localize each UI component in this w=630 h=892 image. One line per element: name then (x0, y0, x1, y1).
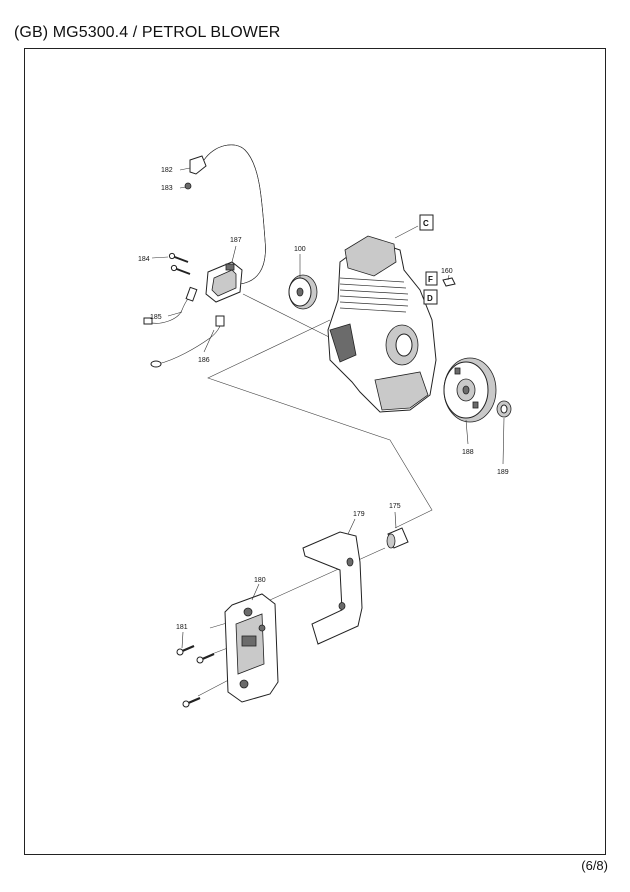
muffler (224, 593, 279, 703)
label-188: 188 (462, 449, 474, 456)
label-160: 160 (441, 268, 453, 275)
label-189: 189 (497, 469, 509, 476)
label-180: 180 (254, 577, 266, 584)
page-number: (6/8) (581, 858, 608, 873)
ignition-coil (205, 261, 243, 303)
label-175: 175 (389, 503, 401, 510)
flywheel-nut (496, 400, 512, 418)
label-179: 179 (353, 511, 365, 518)
earth-wire (150, 315, 225, 368)
engine-assembly (327, 235, 437, 413)
svg-text:D: D (427, 294, 433, 303)
muffler-bracket (302, 531, 363, 645)
label-182: 182 (161, 167, 173, 174)
assembly-guide-line (394, 225, 419, 239)
ref-box-d: D (423, 289, 438, 305)
svg-text:F: F (428, 275, 433, 284)
spark-plug-cap (189, 144, 266, 285)
ignition-coil-screws (168, 252, 191, 275)
svg-text:C: C (423, 219, 429, 228)
label-184: 184 (138, 256, 150, 263)
flywheel (288, 274, 318, 310)
cap-spring (184, 182, 192, 190)
assembly-guide-line (242, 293, 336, 341)
key-part (442, 277, 456, 287)
muffler-bolts (176, 644, 215, 708)
label-187: 187 (230, 237, 242, 244)
label-100: 100 (294, 246, 306, 253)
spacer-tube (386, 527, 409, 549)
label-181: 181 (176, 624, 188, 631)
assembly-guide-line (207, 319, 433, 529)
label-186: 186 (198, 357, 210, 364)
label-183: 183 (161, 185, 173, 192)
starter-pulley (443, 357, 497, 423)
diagram-frame (24, 48, 606, 855)
page-title: (GB) MG5300.4 / PETROL BLOWER (14, 24, 281, 41)
stop-switch-wire (143, 286, 198, 325)
ref-box-c: C (419, 214, 434, 231)
assembly-guide-line (269, 547, 386, 601)
label-185: 185 (150, 314, 162, 321)
ref-box-f: F (425, 271, 438, 286)
leader-lines (151, 167, 505, 649)
